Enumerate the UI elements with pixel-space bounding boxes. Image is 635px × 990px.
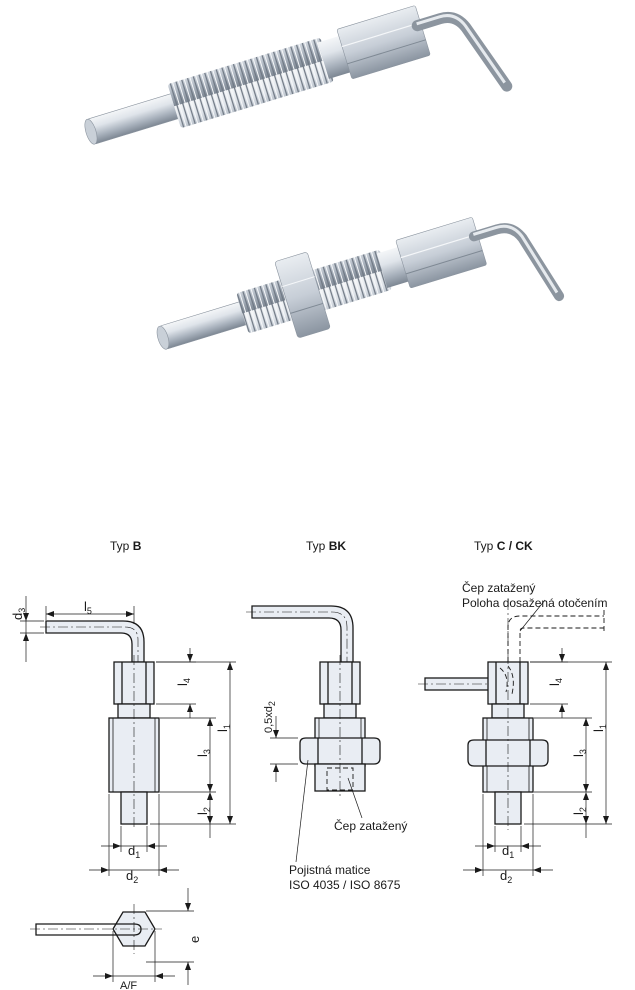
dim-l2-c: l2 (571, 807, 588, 815)
note-lock-nut-line2: ISO 4035 / ISO 8675 (289, 878, 401, 892)
drawing-type-bk: 0,5xd2 Čep zatažený Pojistná matice ISO … (246, 605, 407, 892)
dim-d3: d3 (10, 608, 27, 620)
dim-l4: l4 (175, 678, 192, 686)
note-position-rotated: Poloha dosažená otočením (462, 596, 607, 610)
drawing-type-c-ck: Čep zatažený Poloha dosažená otočením l4… (418, 580, 612, 885)
dim-e: e (187, 936, 202, 943)
dim-d1-c: d1 (502, 843, 514, 860)
dim-af: A/F (120, 980, 137, 990)
drawing-type-b: d3 l5 l4 l1 l3 l2 (10, 596, 236, 885)
dim-d1: d1 (128, 843, 140, 860)
title-type-c-ck: Typ C / CK (474, 539, 533, 553)
title-type-b: Typ B (110, 539, 142, 553)
drawing-top-view-hex: e A/F (30, 888, 202, 990)
dim-half-d2: 0,5xd2 (263, 701, 277, 733)
dim-l3-c: l3 (571, 749, 588, 757)
dim-l5: l5 (84, 599, 92, 616)
product-photo-type-bk (156, 217, 565, 350)
product-photo-type-b (84, 5, 513, 145)
dim-d2-c: d2 (500, 868, 512, 885)
note-pin-retracted-c: Čep zatažený (462, 580, 535, 595)
title-type-bk: Typ BK (306, 539, 346, 553)
note-pin-retracted-bk: Čep zatažený (334, 818, 407, 833)
dim-d2: d2 (126, 868, 138, 885)
dim-l2: l2 (195, 807, 212, 815)
dim-l3: l3 (195, 749, 212, 757)
dim-l1-c: l1 (591, 724, 608, 732)
note-lock-nut-line1: Pojistná matice (289, 863, 371, 877)
dim-l1: l1 (215, 724, 232, 732)
dim-l4-c: l4 (547, 678, 564, 686)
